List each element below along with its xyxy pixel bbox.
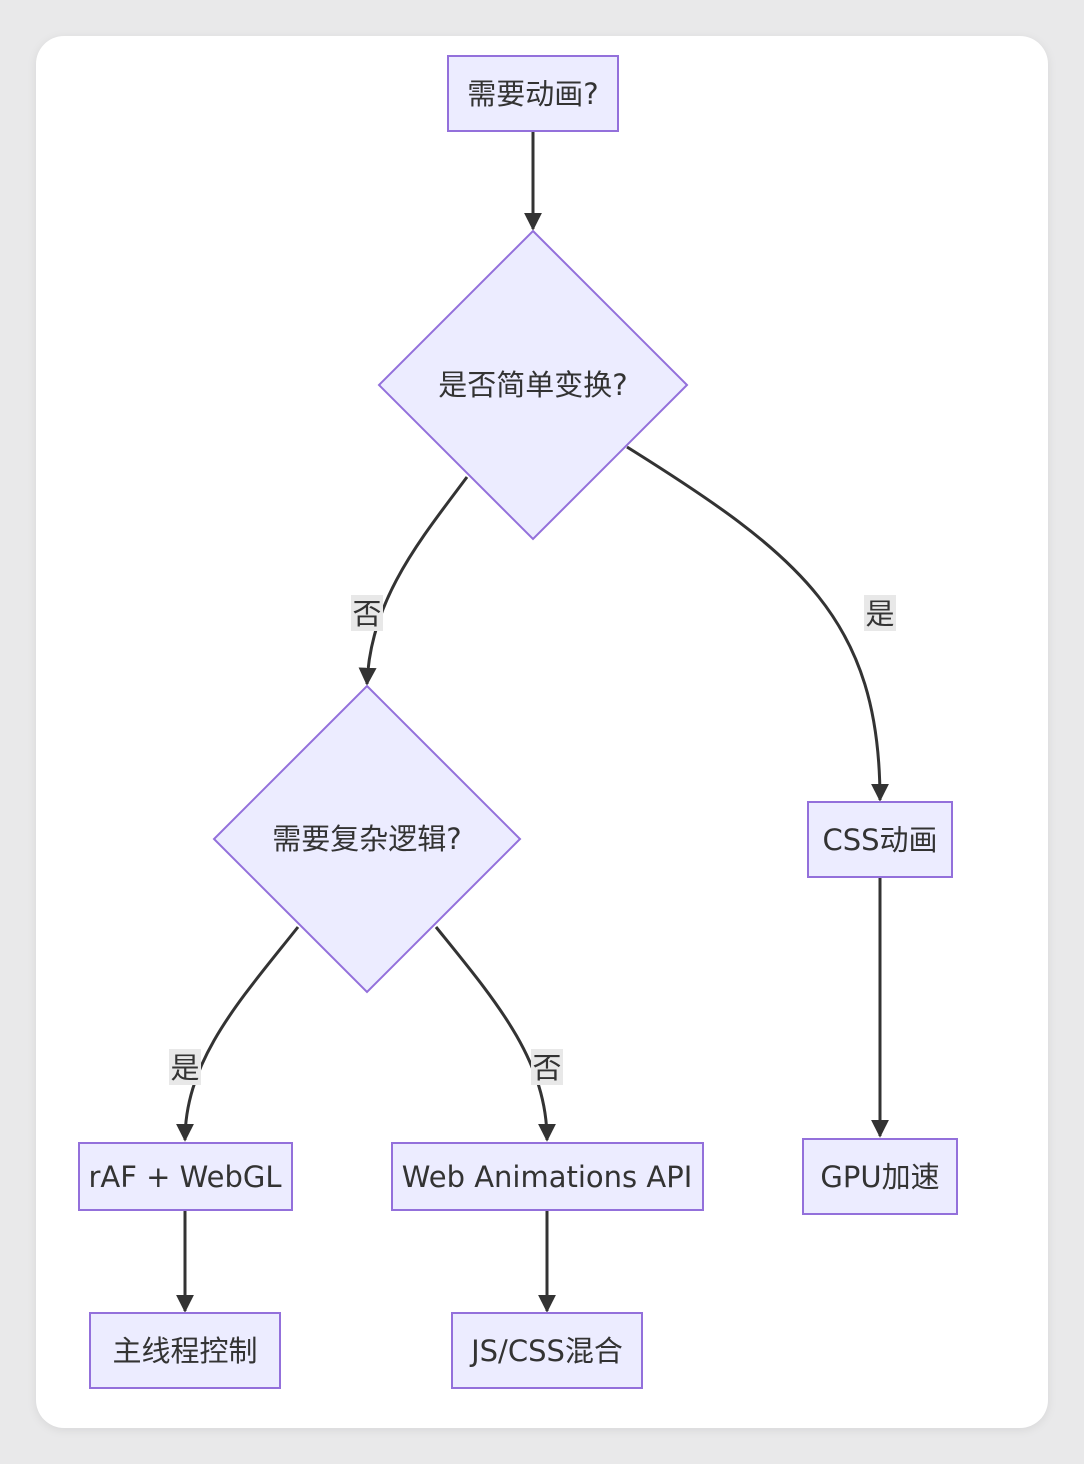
edge-label-simple-yes: 是 (864, 595, 896, 631)
node-js-css-mix: JS/CSS混合 (451, 1312, 643, 1389)
edge-label-text: 是 (865, 597, 894, 631)
node-label: 需要动画? (467, 77, 598, 111)
node-label: rAF + WebGL (88, 1160, 281, 1194)
node-label: JS/CSS混合 (469, 1334, 623, 1368)
edge-simple-to-complex (358, 476, 469, 686)
edge-complex-to-wapi (434, 926, 556, 1142)
edge-label-text: 否 (532, 1051, 561, 1085)
node-gpu-acceleration: GPU加速 (802, 1138, 958, 1215)
node-label: 是否简单变换? (438, 368, 627, 402)
node-main-thread-control: 主线程控制 (89, 1312, 281, 1389)
edge-label-text: 否 (352, 597, 381, 631)
node-complex-logic-decision: 需要复杂逻辑? (212, 684, 522, 994)
node-simple-transform-decision: 是否简单变换? (377, 229, 689, 541)
node-label: Web Animations API (402, 1160, 693, 1194)
edge-complex-to-raf (176, 926, 300, 1142)
node-label: CSS动画 (822, 823, 937, 857)
node-need-animation: 需要动画? (447, 55, 619, 132)
edge-label-complex-yes: 是 (169, 1049, 201, 1085)
node-css-animation: CSS动画 (807, 801, 953, 878)
node-raf-webgl: rAF + WebGL (78, 1142, 293, 1211)
edge-label-simple-no: 否 (351, 595, 383, 631)
edge-simple-to-css (626, 445, 889, 802)
edge-label-text: 是 (170, 1051, 199, 1085)
edges (176, 131, 889, 1313)
node-web-animations-api: Web Animations API (391, 1142, 704, 1211)
edge-label-complex-no: 否 (531, 1049, 563, 1085)
node-label: 主线程控制 (112, 1334, 257, 1368)
node-label: 需要复杂逻辑? (272, 822, 461, 856)
node-label: GPU加速 (820, 1160, 939, 1194)
